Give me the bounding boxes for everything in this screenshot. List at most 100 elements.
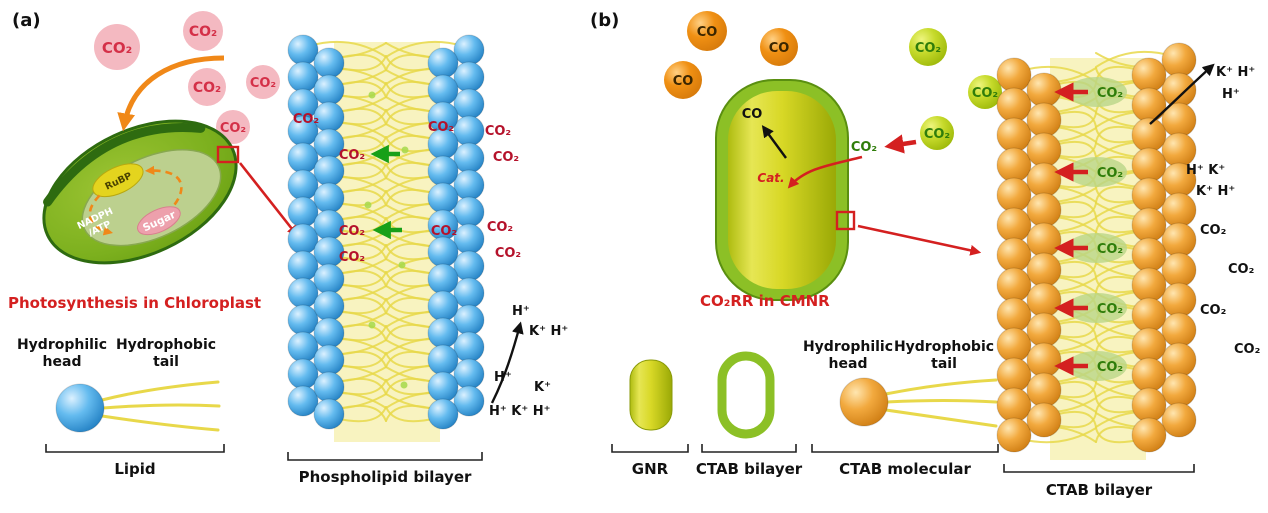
lipid-head	[427, 74, 459, 106]
gnr-bracket	[611, 444, 689, 453]
lipid-heads	[287, 34, 485, 430]
ctab-head	[1026, 192, 1062, 228]
ctab-head	[1131, 417, 1167, 453]
ctab-head	[1131, 147, 1167, 183]
co2-label: CO₂	[493, 150, 519, 165]
co2-label: CO₂	[102, 39, 132, 57]
lipid-head	[287, 385, 319, 417]
lipid-head	[313, 398, 345, 430]
panel-b-title: CO₂RR in CMNR	[700, 292, 830, 310]
ctab-head	[1026, 132, 1062, 168]
ion-label: H⁺ K⁺	[1186, 163, 1225, 178]
lipid-head	[287, 34, 319, 66]
ctab-head	[1131, 87, 1167, 123]
ctab-head	[1161, 222, 1197, 258]
gnr-capsule	[629, 359, 673, 431]
ctab-head	[1161, 252, 1197, 288]
co2-label: CO₂	[485, 124, 511, 139]
co2-label: CO₂	[972, 86, 998, 101]
ctab-head	[996, 417, 1032, 453]
lipid-head	[453, 88, 485, 120]
co2-label: CO₂	[428, 120, 454, 135]
ctab-head	[1161, 372, 1197, 408]
co2-circle	[94, 24, 140, 70]
ctab-head	[1161, 402, 1197, 438]
panel-b: (b) CO CO CO CO₂ CO₂ CO₂ CO Cat.	[590, 10, 1260, 499]
sparkle-dot	[364, 201, 372, 209]
lipid-head	[453, 34, 485, 66]
ctab-head	[996, 207, 1032, 243]
panel-a-tag: (a)	[12, 10, 41, 31]
co2-circle	[909, 28, 947, 66]
lipid-head	[453, 223, 485, 255]
head-label: head	[43, 354, 82, 370]
lipid-head	[453, 385, 485, 417]
ion-label: K⁺ H⁺	[1216, 65, 1255, 80]
zoom-arrow	[857, 224, 982, 256]
lipid-head	[427, 317, 459, 349]
sparkle-dot	[401, 146, 409, 154]
ctab-head	[1161, 282, 1197, 318]
proton-flow-arrow	[1149, 63, 1215, 125]
co2-label: CO₂	[339, 148, 365, 163]
ctab-ring	[717, 351, 775, 439]
ctab-head	[996, 267, 1032, 303]
ion-labels-b: K⁺ H⁺ H⁺ H⁺ K⁺ K⁺ H⁺ CO₂ CO₂ CO₂ CO₂	[1149, 63, 1260, 357]
nanorod: CO Cat. CO₂	[715, 79, 982, 301]
lipid-tail-strand	[101, 403, 221, 410]
lipid-head	[453, 304, 485, 336]
lipid-head	[453, 61, 485, 93]
lipid-head	[427, 182, 459, 214]
co2-label: CO₂	[193, 80, 221, 96]
co2-label: CO₂	[220, 121, 246, 136]
co2-circle	[183, 11, 223, 51]
lipid-head	[453, 169, 485, 201]
ctab-tail-strand	[884, 378, 998, 396]
ctab-head	[1131, 237, 1167, 273]
ion-label: K⁺ H⁺	[529, 324, 568, 339]
calvin-cycle-arrow	[88, 194, 114, 236]
sparkle-dot	[368, 91, 376, 99]
roi-box	[835, 210, 856, 231]
ctab-heads	[996, 42, 1197, 453]
co2-pocket	[1067, 157, 1127, 187]
ctab-head	[1026, 162, 1062, 198]
co-product-arrow	[761, 125, 787, 159]
co2-label: CO₂	[339, 224, 365, 239]
gnr-legend: GNR	[611, 359, 689, 478]
lipid-head	[313, 74, 345, 106]
co-circle	[664, 61, 702, 99]
co-label: CO	[769, 41, 790, 56]
co2-circle	[968, 75, 1002, 109]
lipid-head	[313, 47, 345, 79]
lipid-head	[427, 398, 459, 430]
lipid-head	[287, 358, 319, 390]
ctab-head	[996, 297, 1032, 333]
ctab-tail-strand	[884, 408, 998, 428]
lipid-head	[287, 277, 319, 309]
calvin-cycle-arrow	[144, 165, 183, 206]
co2-label: CO₂	[250, 76, 276, 91]
ctab-head-sphere	[839, 377, 889, 427]
co2-circle	[246, 65, 280, 99]
ctab-head	[1131, 57, 1167, 93]
sugar-blob	[137, 206, 181, 236]
ctab-head	[1161, 42, 1197, 78]
ion-label: K⁺ H⁺	[1196, 184, 1235, 199]
lipid-head	[313, 317, 345, 349]
ion-label: H⁺	[494, 370, 512, 385]
ctab-bilayer-label: CTAB bilayer	[696, 460, 803, 478]
co-product-label: CO	[742, 107, 763, 122]
ctab-head	[1026, 222, 1062, 258]
gnr-label: GNR	[632, 460, 669, 478]
bilayer-co2-labels: CO₂ CO₂ CO₂ CO₂ CO₂ CO₂ CO₂ CO₂ CO₂ CO₂	[293, 112, 521, 265]
lipid-head	[313, 182, 345, 214]
ctab-head	[1161, 342, 1197, 378]
lipid-legend-label: Lipid	[114, 460, 155, 478]
hydrophobic-label: Hydrophobic	[116, 337, 216, 353]
lipid-head	[427, 47, 459, 79]
co2-label: CO₂	[1228, 262, 1254, 277]
lipid-head	[313, 371, 345, 403]
co2-pocket	[1067, 293, 1127, 323]
lipid-head	[427, 236, 459, 268]
